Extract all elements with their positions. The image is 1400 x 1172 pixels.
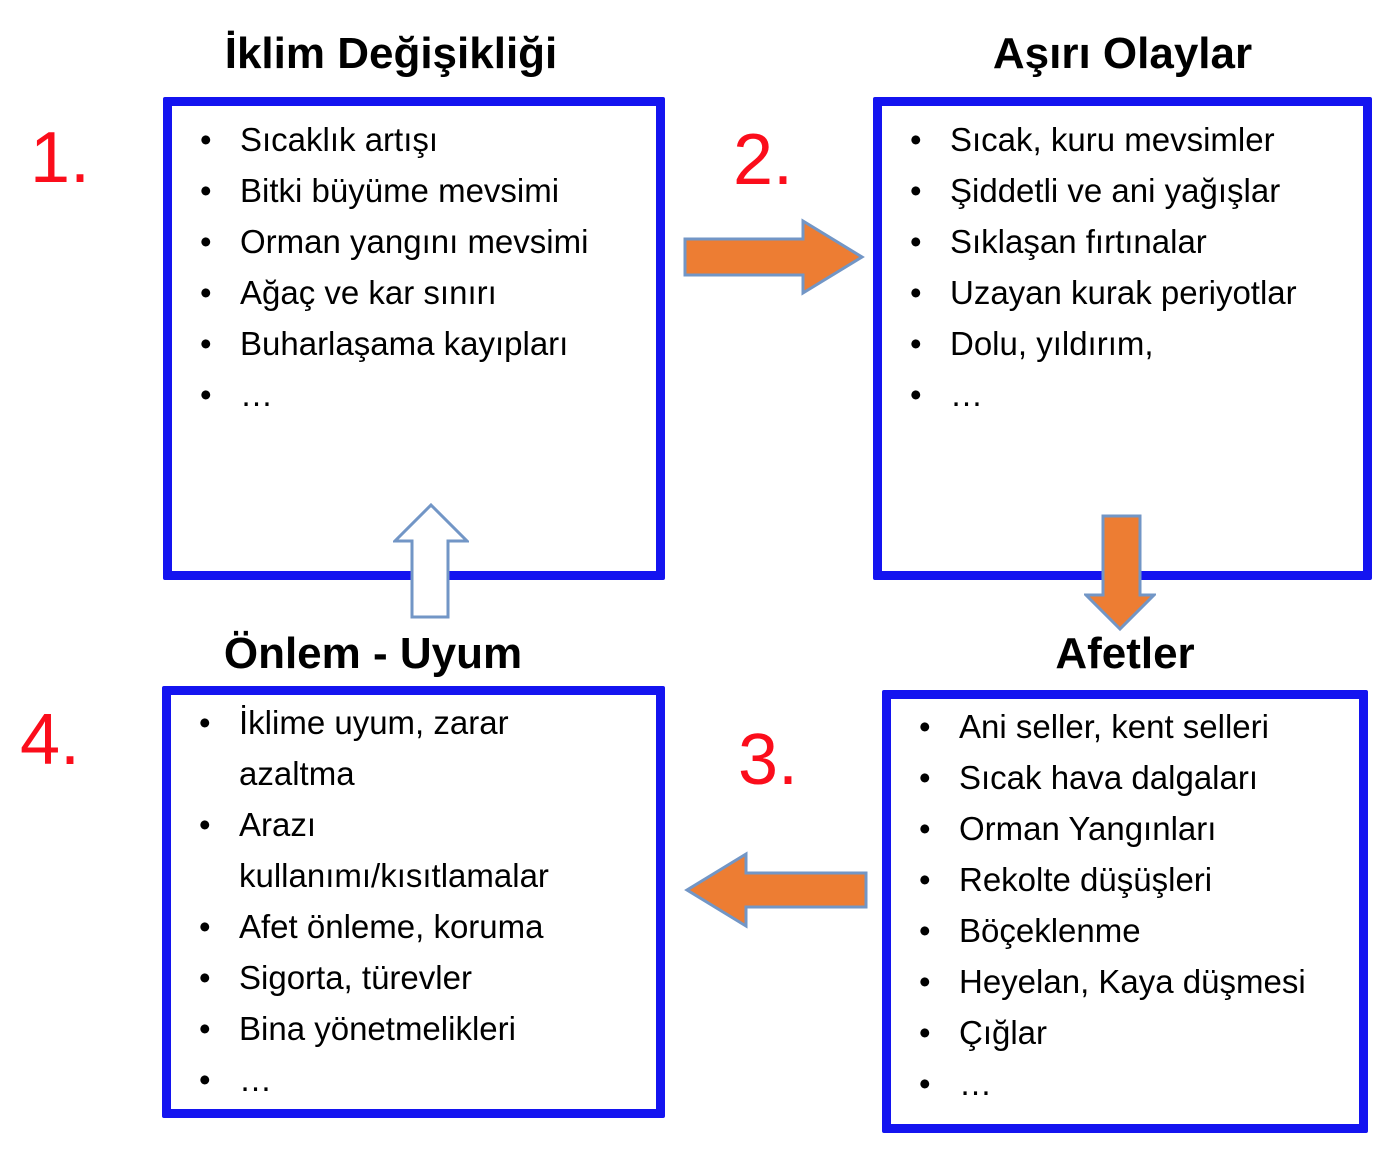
list-item: Orman yangını mevsimi: [172, 216, 652, 267]
arrow-right-icon: [683, 218, 865, 296]
list-item: Ani seller, kent selleri: [891, 701, 1355, 752]
list-item: Bina yönetmelikleri: [171, 1003, 652, 1054]
bullet-list: Sıcak, kuru mevsimlerŞiddetli ve ani yağ…: [882, 106, 1363, 420]
box-afetler: Ani seller, kent selleriSıcak hava dalga…: [882, 690, 1368, 1133]
list-item: Çığlar: [891, 1007, 1355, 1058]
box-title-onlem-uyum: Önlem - Uyum: [223, 629, 523, 678]
step-number-4: 4.: [20, 700, 81, 780]
list-item: Bitki büyüme mevsimi: [172, 165, 652, 216]
list-item: …: [891, 1058, 1355, 1109]
arrow-left-icon: [684, 851, 868, 929]
list-item: Sıcaklık artışı: [172, 114, 652, 165]
list-item: Sıklaşan fırtınalar: [882, 216, 1359, 267]
box-title-afetler: Afetler: [1055, 629, 1195, 678]
list-item: Sıcak, kuru mevsimler: [882, 114, 1359, 165]
list-item: Dolu, yıldırım,: [882, 318, 1359, 369]
box-title-asiri-olaylar: Aşırı Olaylar: [992, 29, 1253, 78]
list-item: Orman Yangınları: [891, 803, 1355, 854]
bullet-list: Sıcaklık artışıBitki büyüme mevsimiOrman…: [172, 106, 656, 420]
list-item: Arazı kullanımı/kısıtlamalar: [171, 799, 652, 901]
bullet-list: Ani seller, kent selleriSıcak hava dalga…: [891, 699, 1359, 1109]
list-item: Rekolte düşüşleri: [891, 854, 1355, 905]
list-item: Şiddetli ve ani yağışlar: [882, 165, 1359, 216]
box-iklim-degisikligi: Sıcaklık artışıBitki büyüme mevsimiOrman…: [163, 97, 665, 580]
step-number-1: 1.: [30, 118, 91, 198]
arrow-down-icon: [1084, 514, 1156, 632]
arrow-up-icon: [393, 503, 469, 619]
list-item: Böçeklenme: [891, 905, 1355, 956]
list-item: …: [171, 1054, 652, 1105]
list-item: Uzayan kurak periyotlar: [882, 267, 1359, 318]
list-item: İklime uyum, zarar azaltma: [171, 697, 652, 799]
list-item: …: [172, 369, 652, 420]
bullet-list: İklime uyum, zarar azaltmaArazı kullanım…: [171, 695, 656, 1105]
list-item: Heyelan, Kaya düşmesi: [891, 956, 1355, 1007]
box-title-iklim-degisikligi: İklim Değişikliği: [224, 29, 558, 78]
box-onlem-uyum: İklime uyum, zarar azaltmaArazı kullanım…: [162, 686, 665, 1118]
step-number-3: 3.: [738, 720, 799, 800]
list-item: Sıcak hava dalgaları: [891, 752, 1355, 803]
list-item: Buharlaşama kayıpları: [172, 318, 652, 369]
list-item: Ağaç ve kar sınırı: [172, 267, 652, 318]
list-item: Afet önleme, koruma: [171, 901, 652, 952]
list-item: Sigorta, türevler: [171, 952, 652, 1003]
step-number-2: 2.: [733, 120, 794, 200]
list-item: …: [882, 369, 1359, 420]
box-asiri-olaylar: Sıcak, kuru mevsimlerŞiddetli ve ani yağ…: [873, 97, 1372, 580]
